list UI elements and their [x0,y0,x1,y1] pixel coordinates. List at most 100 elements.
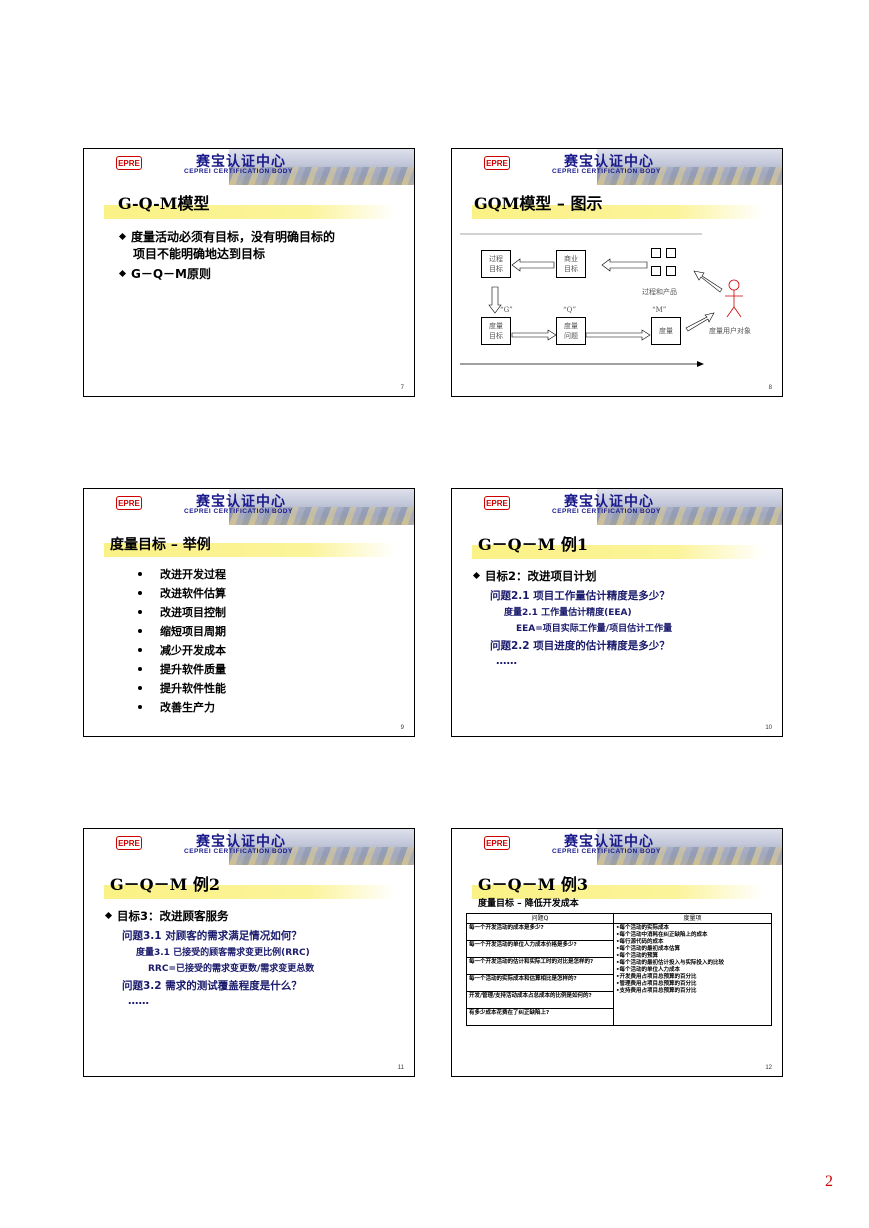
metric-item: •每个活动的实际成本 [616,925,670,931]
header-cn-title: 赛宝认证中心 [196,494,286,510]
header-banner-image [597,489,782,525]
list-item: 提升软件质量 [138,661,226,677]
slide-header: EPRE 赛宝认证中心 CEPREI CERTIFICATION BODY [452,149,782,185]
slide-header: EPRE 赛宝认证中心 CEPREI CERTIFICATION BODY [84,149,414,185]
metric-item: •每个活动的最初成本估算 [616,946,681,952]
header-banner-image [229,149,414,185]
slide-7: EPRE 赛宝认证中心 CEPREI CERTIFICATION BODY G-… [83,148,415,397]
title-highlight [104,205,396,219]
slide-9: EPRE 赛宝认证中心 CEPREI CERTIFICATION BODY 度量… [83,488,415,737]
column-header-question: 问题Q [466,913,614,924]
header-en-title: CEPREI CERTIFICATION BODY [184,848,293,855]
product-square [666,248,676,258]
metric-item: •管理费用占项目总预算的百分比 [616,981,697,987]
question-cell: 每一个开发活动的单位人力成本价格是多少? [466,940,614,958]
slide-title: 度量目标 – 举例 [110,537,211,553]
metric-item: •每个活动的最初估计投入与实际投入的比较 [616,960,725,966]
gqm-diagram-lines [460,233,743,367]
slide-number: 11 [397,1065,404,1071]
gqm-table: 问题Q 度量项 每一个开发活动的成本是多少? •每个活动的实际成本 •每个活动中… [466,913,772,1026]
metric-cell: •每个活动的实际成本 •每个活动中消耗在纠正缺陷上的成本 •每行源代码的成本 •… [613,923,772,1026]
process-goal-box: 过程目标 [481,250,511,278]
formula-line: EEA=项目实际工作量/项目估计工作量 [516,624,673,634]
slide-title: G－Q－M 例2 [110,875,221,894]
list-item: 缩短项目周期 [138,623,226,639]
list-item: 提升软件性能 [138,680,226,696]
metric-item: •支持费用占项目总预算的百分比 [616,988,697,994]
header-banner-image [597,829,782,865]
product-square [651,248,661,258]
slide-number: 8 [768,385,772,391]
q-label: “Q” [563,306,577,314]
slide-8: EPRE 赛宝认证中心 CEPREI CERTIFICATION BODY GQ… [451,148,783,397]
metric-line: 度量3.1 已接受的顾客需求变更比例(RRC) [136,948,310,958]
g-label: “G” [500,306,513,314]
list-item: 改进软件估算 [138,585,226,601]
bullet-1-cont: 项目不能明确地达到目标 [133,247,266,261]
question-line: 问题2.1 项目工作量估计精度是多少？ [490,590,670,602]
list-item: 改进开发过程 [138,566,226,582]
goal-line: 目标3：改进顾客服务 [104,908,229,924]
epre-logo: EPRE [484,496,510,510]
list-item: 改善生产力 [138,699,215,715]
metric-item: •每个活动的预算 [616,953,659,959]
slide-12: EPRE 赛宝认证中心 CEPREI CERTIFICATION BODY G－… [451,828,783,1077]
header-en-title: CEPREI CERTIFICATION BODY [552,168,661,175]
metric-item: •每个活动的单位人力成本 [616,967,681,973]
metric-item: •每行源代码的成本 [616,939,664,945]
m-label: “M” [652,306,667,314]
slide-header: EPRE 赛宝认证中心 CEPREI CERTIFICATION BODY [452,829,782,865]
header-cn-title: 赛宝认证中心 [196,834,286,850]
measure-question-box: 度量问题 [556,317,586,345]
title-highlight [104,885,396,899]
header-en-title: CEPREI CERTIFICATION BODY [184,168,293,175]
table-row: 有多少成本花费在了纠正缺陷上? [466,1008,772,1026]
slide-number: 10 [765,725,772,731]
process-product-label: 过程和产品 [642,288,677,296]
question-line: 问题2.2 项目进度的估计精度是多少？ [490,640,670,652]
epre-logo: EPRE [484,156,510,170]
question-cell: 每一个开发活动的成本是多少? [466,923,614,941]
title-highlight [472,205,764,219]
question-cell: 每一个开发活动的估计和实际工时的对比是怎样的? [466,957,614,975]
question-cell: 每一个活动的实际成本和估算相比是怎样的? [466,974,614,992]
title-highlight [472,545,764,559]
bullet-1: 度量活动必须有目标，没有明确目标的 [118,228,335,245]
goal-line: 目标2：改进项目计划 [472,568,597,584]
slide-number: 12 [765,1065,772,1071]
epre-logo: EPRE [484,836,510,850]
metric-item: •每个活动中消耗在纠正缺陷上的成本 [616,932,708,938]
list-item: 改进项目控制 [138,604,226,620]
header-cn-title: 赛宝认证中心 [564,834,654,850]
header-cn-title: 赛宝认证中心 [564,154,654,170]
header-cn-title: 赛宝认证中心 [196,154,286,170]
ellipsis: …… [128,995,149,1007]
epre-logo: EPRE [116,496,142,510]
list-item: 减少开发成本 [138,642,226,658]
slide-10: EPRE 赛宝认证中心 CEPREI CERTIFICATION BODY G－… [451,488,783,737]
slide-subtitle: 度量目标 – 降低开发成本 [478,899,579,909]
table-row: 每一个开发活动的成本是多少? •每个活动的实际成本 •每个活动中消耗在纠正缺陷上… [466,923,772,1026]
measure-box: 度量 [651,317,681,345]
title-highlight [104,543,396,557]
header-cn-title: 赛宝认证中心 [564,494,654,510]
header-banner-image [229,829,414,865]
epre-logo: EPRE [116,156,142,170]
question-cell: 开发/管理/支持活动成本占总成本的比例是如何的? [466,991,614,1009]
measure-goal-box: 度量目标 [481,317,511,345]
slide-header: EPRE 赛宝认证中心 CEPREI CERTIFICATION BODY [452,489,782,525]
slide-number: 7 [400,385,404,391]
slide-header: EPRE 赛宝认证中心 CEPREI CERTIFICATION BODY [84,489,414,525]
slide-header: EPRE 赛宝认证中心 CEPREI CERTIFICATION BODY [84,829,414,865]
slide-title: G－Q－M 例3 [478,875,589,894]
slide-11: EPRE 赛宝认证中心 CEPREI CERTIFICATION BODY G－… [83,828,415,1077]
title-highlight [472,885,764,899]
header-banner-image [597,149,782,185]
business-goal-box: 商业目标 [556,250,586,278]
ellipsis: …… [496,655,517,667]
product-square [651,266,661,276]
metric-item: •开发费用占项目总预算的百分比 [616,974,697,980]
column-header-metric: 度量项 [613,913,772,924]
question-line: 问题3.1 对顾客的需求满足情况如何？ [122,930,302,942]
slide-title: GQM模型 – 图示 [474,194,603,213]
